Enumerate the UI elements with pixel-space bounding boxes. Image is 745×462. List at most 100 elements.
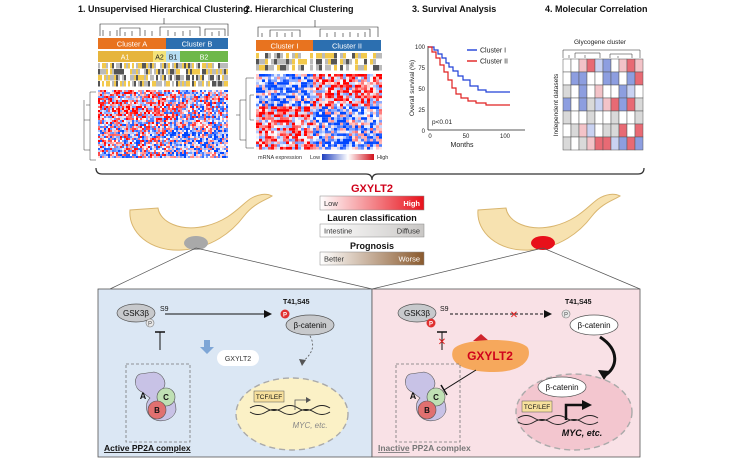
pp2a-a-right-label: A — [410, 391, 417, 401]
cluster-2-label: Cluster II — [332, 42, 362, 51]
b1-label: B1 — [169, 55, 178, 62]
bcatenin-right — [569, 314, 619, 336]
pp2a-complex-right: PP2A complex — [410, 443, 471, 453]
panel-2-annotation-tracks — [256, 53, 382, 71]
translocation-arrow — [598, 370, 610, 380]
cluster-b-label: Cluster B — [182, 40, 213, 49]
transcription-arrow-right — [582, 400, 592, 410]
gsk3b-right — [397, 303, 437, 323]
degradation-arrow-left — [299, 359, 306, 366]
t41-right: T41,S45 — [565, 299, 592, 306]
cluster-a-bar — [98, 38, 166, 49]
panel-2-dendrogram — [257, 20, 379, 37]
cluster-1-bar — [256, 40, 313, 51]
cluster-2-curve — [428, 46, 510, 106]
summary-brace — [95, 167, 645, 181]
tcf-right-box — [521, 400, 553, 413]
y-tick-25: 25 — [418, 108, 425, 114]
panel-4-title: 4. Molecular Correlation — [545, 4, 648, 14]
bcatenin-left-label: β-catenin — [293, 321, 326, 330]
tcf-right-label: TCF/LEF — [524, 404, 550, 411]
subcluster-b1 — [166, 51, 180, 62]
subcluster-a1 — [98, 51, 153, 62]
panel-1-row-dendrogram — [83, 91, 96, 161]
panel-2: Cluster I Cluster II mRNA expression Low… — [236, 20, 388, 161]
y-tick-0: 0 — [422, 129, 426, 135]
s9-left: S9 — [160, 306, 169, 313]
panel-2-row-dendrogram — [236, 77, 254, 149]
mrna-legend-gradient — [322, 154, 374, 160]
myc-left-label: MYC, etc. — [292, 421, 327, 430]
gxylt2-low: Low — [324, 199, 338, 208]
zoom-line-right-b — [542, 247, 641, 290]
pp2a-c-right — [426, 387, 446, 407]
arrow-gsk-to-bcat-left — [264, 310, 272, 318]
phospho-t41-right — [561, 309, 571, 319]
y-tick-75: 75 — [418, 66, 425, 72]
survival-pvalue: p<0.01 — [432, 119, 452, 126]
s9-right: S9 — [440, 306, 449, 313]
bcatenin-right-label: β-catenin — [577, 321, 610, 330]
gxylt2-gradient-bar — [319, 195, 425, 211]
gxylt2-left-blob — [217, 350, 259, 366]
prognosis-gradient-bar — [319, 251, 425, 266]
gsk3b-right-label: GSK3β — [404, 309, 430, 318]
pp2a-b-left-label: B — [154, 406, 160, 415]
tumor-spot — [531, 236, 555, 250]
left-mechanism-box: GSK3β S9 P T41,S45 P β-catenin GXYLT2 A … — [97, 288, 373, 458]
bcatenin-left — [285, 314, 335, 336]
b2-label: B2 — [200, 55, 209, 62]
x-mark-left: ✕ — [438, 337, 446, 348]
inactive-label: Inactive PP2A complex — [378, 443, 471, 453]
panel-2-heatmap — [256, 74, 382, 150]
pp2a-c-right-label: C — [433, 393, 439, 402]
panel-2-title: 2. Hierarchical Clustering — [245, 4, 354, 14]
tcf-left-box — [253, 390, 285, 403]
cluster-2-bar — [313, 40, 381, 51]
pp2a-b-right-label: B — [424, 406, 430, 415]
gxylt2-title: GXYLT2 — [351, 183, 393, 195]
panel-1-heatmap — [98, 90, 228, 158]
arrow-gsk-to-bcat-right — [544, 310, 552, 318]
zoom-line-right-a — [371, 247, 544, 290]
a1-label: A1 — [121, 55, 130, 62]
zoom-line-left-b — [195, 247, 373, 290]
cluster-a-label: Cluster A — [117, 40, 147, 49]
cluster-1-curve — [428, 46, 510, 93]
panel-4-dendrogram — [562, 49, 641, 58]
legend-low: Low — [310, 155, 320, 161]
legend-cluster-2: Cluster II — [480, 59, 508, 66]
pp2a-c-left-label: C — [163, 393, 169, 402]
inhibit-pp2a-right — [440, 384, 448, 396]
bcatenin-nuclear-label: β-catenin — [545, 383, 578, 392]
dna-right — [517, 415, 599, 421]
survival-y-label: Overall survival (%) — [409, 60, 416, 116]
panel-4-correlation: Glycogene cluster Independent datasets — [553, 39, 644, 151]
x-tick-0: 0 — [428, 134, 432, 140]
gxylt2-right-label: GXYLT2 — [467, 349, 513, 363]
x-tick-100: 100 — [500, 134, 511, 140]
x-mark-top: ✕ — [510, 310, 518, 321]
panel-1-annotation-tracks — [98, 63, 228, 87]
prognosis-better: Better — [324, 255, 345, 264]
cluster-b-bar — [166, 38, 228, 49]
p-t41-right: P — [564, 313, 568, 319]
y-tick-50: 50 — [418, 87, 425, 93]
survival-x-label: Months — [451, 142, 474, 149]
p-s9-right: P — [429, 322, 433, 328]
pp2a-c-left — [156, 387, 176, 407]
center-legend: GXYLT2 Low High Lauren classification In… — [319, 183, 425, 266]
stomach-right — [477, 193, 621, 251]
panel-3-title: 3. Survival Analysis — [412, 4, 496, 14]
mrna-legend-label: mRNA expression — [258, 155, 302, 161]
subcluster-b2 — [180, 51, 228, 62]
prognosis-title: Prognosis — [350, 241, 394, 251]
pp2a-b-left — [147, 400, 167, 420]
p-t41-left: P — [283, 313, 287, 319]
legend-cluster-1: Cluster I — [480, 48, 506, 55]
legend-high: High — [377, 155, 388, 161]
prognosis-worse: Worse — [398, 255, 420, 264]
subcluster-a2 — [153, 51, 166, 62]
panel-1-dendrogram — [99, 18, 229, 36]
